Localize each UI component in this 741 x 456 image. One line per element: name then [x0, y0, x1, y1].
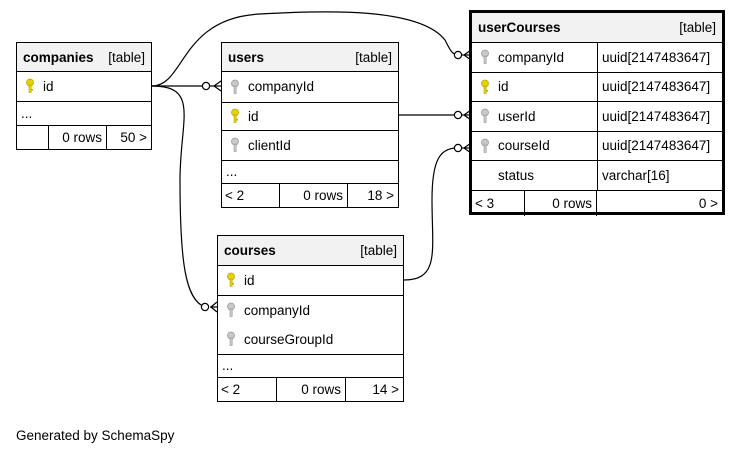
table-name[interactable]: userCourses	[478, 20, 561, 35]
table-header: userCourses [table]	[472, 13, 722, 43]
footer-children[interactable]: 50 >	[120, 130, 147, 145]
table-type-label: [table]	[108, 49, 145, 65]
more-columns-row: ...	[218, 355, 403, 378]
table-type-label: [table]	[679, 20, 716, 35]
column-type: uuid[2147483647]	[597, 131, 722, 160]
relation-courses-usercourses	[403, 147, 458, 281]
column-name: companyId	[244, 302, 311, 318]
users-table[interactable]: users [table] companyId id clientId ... …	[221, 42, 399, 208]
column-name: id	[43, 78, 54, 94]
column-type: varchar[16]	[597, 161, 722, 190]
footer-row-count: 0 rows	[280, 183, 348, 208]
more-columns-row: ...	[222, 161, 398, 184]
foreign-key-icon	[222, 79, 248, 95]
table-type-label: [table]	[360, 243, 397, 258]
foreign-key-icon	[472, 108, 498, 124]
footer-children[interactable]: 14 >	[372, 382, 399, 397]
optional-marker	[453, 50, 463, 60]
table-footer: < 3 0 rows 0 >	[472, 190, 722, 216]
column-name: courseId	[498, 138, 550, 154]
primary-key-icon	[472, 79, 498, 95]
footer-parents[interactable]: < 2	[222, 183, 280, 208]
ellipsis: ...	[226, 164, 238, 179]
more-columns-row: ...	[17, 102, 151, 126]
table-name[interactable]: companies	[23, 49, 94, 65]
footer-parents[interactable]: < 3	[472, 190, 525, 216]
ellipsis: ...	[21, 105, 33, 121]
optional-marker	[453, 110, 463, 120]
foreign-key-icon	[472, 49, 498, 65]
column-type: uuid[2147483647]	[597, 72, 722, 101]
table-footer: 0 rows 50 >	[17, 125, 151, 150]
column-row-id[interactable]: id uuid[2147483647]	[472, 72, 722, 102]
foreign-key-icon	[472, 138, 498, 154]
foreign-key-icon	[218, 302, 244, 318]
footer-row-count: 0 rows	[49, 125, 107, 150]
column-name: companyId	[498, 49, 565, 65]
relation-companies-usercourses	[151, 11, 458, 87]
column-name: id	[498, 79, 509, 95]
foreign-key-icon	[218, 331, 244, 347]
table-name[interactable]: users	[228, 49, 265, 65]
courses-table[interactable]: courses [table] id companyId courseGroup…	[217, 235, 404, 402]
column-type: uuid[2147483647]	[597, 102, 722, 131]
footer-parents[interactable]: < 2	[218, 377, 277, 402]
column-row-status[interactable]: status varchar[16]	[472, 161, 722, 191]
companies-table[interactable]: companies [table] id ... 0 rows 50 >	[16, 42, 152, 150]
column-row-companyid[interactable]: companyId uuid[2147483647]	[472, 43, 722, 73]
table-header: courses [table]	[218, 236, 403, 266]
foreign-key-icon	[222, 137, 248, 153]
usercourses-table[interactable]: userCourses [table] companyId uuid[21474…	[469, 10, 725, 216]
column-row-userid[interactable]: userId uuid[2147483647]	[472, 102, 722, 132]
footer-children[interactable]: 0 >	[698, 195, 718, 211]
table-header: companies [table]	[17, 43, 151, 72]
table-header: users [table]	[222, 43, 398, 72]
table-footer: < 2 0 rows 14 >	[218, 377, 403, 402]
column-row-coursegroupid[interactable]: courseGroupId	[218, 325, 403, 355]
table-type-label: [table]	[355, 49, 392, 65]
primary-key-icon	[222, 108, 248, 124]
table-name[interactable]: courses	[224, 243, 276, 258]
footer-children[interactable]: 18 >	[367, 188, 394, 203]
column-name: id	[248, 108, 259, 124]
column-name: id	[244, 272, 255, 288]
column-row-id[interactable]: id	[17, 72, 151, 102]
footer-parents[interactable]	[17, 125, 49, 150]
column-name: companyId	[248, 79, 315, 95]
column-name: courseGroupId	[244, 331, 334, 347]
table-footer: < 2 0 rows 18 >	[222, 183, 398, 208]
column-row-id[interactable]: id	[218, 266, 403, 296]
optional-marker	[453, 143, 463, 153]
ellipsis: ...	[222, 358, 234, 373]
footer-row-count: 0 rows	[277, 377, 346, 402]
generated-by-label: Generated by SchemaSpy	[16, 428, 175, 443]
optional-marker	[201, 81, 211, 91]
column-name: userId	[498, 108, 536, 124]
optional-marker	[200, 302, 210, 312]
primary-key-icon	[218, 272, 244, 288]
column-row-courseid[interactable]: courseId uuid[2147483647]	[472, 131, 722, 161]
footer-row-count: 0 rows	[525, 190, 597, 216]
column-row-companyid[interactable]: companyId	[218, 296, 403, 326]
relation-companies-courses	[151, 85, 206, 308]
column-row-id[interactable]: id	[222, 101, 398, 131]
column-name: status	[498, 167, 535, 183]
column-row-companyid[interactable]: companyId	[222, 72, 398, 102]
column-name: clientId	[248, 137, 291, 153]
column-type: uuid[2147483647]	[597, 43, 722, 72]
column-row-clientid[interactable]: clientId	[222, 131, 398, 161]
primary-key-icon	[17, 78, 43, 94]
